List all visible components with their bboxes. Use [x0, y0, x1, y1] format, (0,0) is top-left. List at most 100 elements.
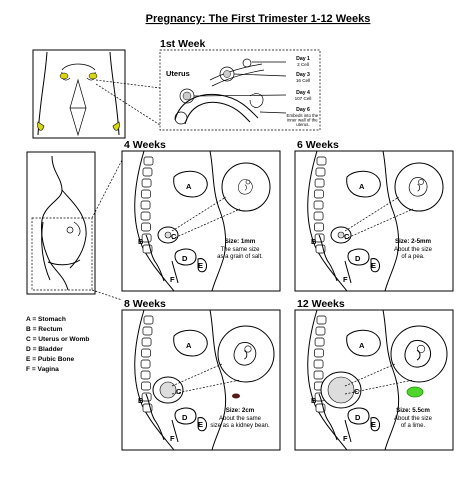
organ-letter-c: C [176, 387, 182, 396]
stomach-outline [173, 329, 208, 357]
zoom-line [171, 196, 227, 232]
week-heading: 8 Weeks [124, 298, 166, 310]
pregnant-woman-silhouette [26, 151, 123, 301]
first-week-box: Uterus Day 1 2 Cell Day 3 16 Cell Day 4 … [159, 49, 321, 131]
embryo [408, 177, 428, 197]
vertebra [314, 337, 325, 347]
zoom-line [344, 363, 396, 387]
organ-letter-e: E [371, 420, 376, 429]
embryo-sac [327, 376, 355, 404]
organ-letter-f: F [170, 434, 175, 443]
vertebra [313, 370, 324, 380]
pubic-bone-outline [370, 417, 380, 432]
vertebra [316, 156, 327, 166]
vertebra [314, 233, 325, 243]
organ-letter-a: A [359, 341, 365, 350]
vertebra [143, 315, 154, 325]
organ-letter-d: D [355, 413, 361, 422]
rectum-outline [145, 234, 165, 282]
organ-letter-d: D [182, 254, 188, 263]
bladder-outline [174, 248, 197, 266]
week-heading: 6 Weeks [297, 139, 339, 151]
zoom-line [171, 363, 223, 387]
two-cell [242, 58, 252, 68]
vertebra [141, 178, 152, 188]
embryo-sac [159, 381, 177, 399]
vertebra [315, 167, 326, 177]
vertebra [314, 222, 324, 232]
bladder-outline [347, 248, 370, 266]
embryo-head [416, 344, 426, 354]
rectum-outline [318, 234, 338, 282]
vertebra [314, 348, 324, 358]
ovary-left [59, 72, 69, 80]
embryo [233, 342, 257, 366]
organ-letter-c: C [171, 232, 177, 241]
stomach-outline [173, 170, 208, 198]
legend-item: E = Pubic Bone [26, 356, 75, 363]
vertebra [141, 233, 152, 243]
size-description: About the same [219, 416, 262, 422]
uterus-label: Uterus [166, 69, 190, 78]
bladder-outline [174, 407, 197, 425]
organ-letter-a: A [186, 182, 192, 191]
ovary-right [88, 72, 98, 80]
pelvis-illustration [32, 49, 161, 139]
legend-item: F = Vagina [26, 366, 59, 373]
vertebra [142, 326, 153, 336]
vertebra [143, 156, 154, 166]
size-label: Size: 2-5mm [395, 238, 432, 245]
zoom-circle [217, 325, 275, 383]
belly-outline [382, 309, 400, 451]
organ-letter-b: B [138, 237, 144, 246]
legend-item: D = Bladder [26, 346, 63, 353]
vagina-outline [344, 419, 352, 443]
week-heading: 12 Weeks [297, 298, 345, 310]
pubic-bone-outline [197, 258, 207, 273]
zoom-line [344, 208, 414, 240]
pubic-bone-outline [197, 417, 207, 432]
day1-detail: 2 Cell [297, 62, 309, 67]
day1-label: Day 1 [296, 56, 310, 62]
zoom-line [344, 196, 400, 232]
page-title: Pregnancy: The First Trimester 1-12 Week… [146, 13, 371, 25]
size-description: About the size [394, 247, 433, 253]
embryo-sac [337, 231, 345, 239]
stomach-outline [346, 170, 381, 198]
organ-letter-a: A [186, 341, 192, 350]
organ-letter-e: E [198, 420, 203, 429]
vertebra [141, 348, 151, 358]
vertebra [140, 370, 151, 380]
organ-letter-b: B [311, 237, 317, 246]
vertebra [140, 200, 151, 210]
vagina-outline [171, 260, 179, 284]
vertebra [141, 381, 151, 391]
embryo-sac [164, 231, 172, 239]
organ-letter-f: F [343, 275, 348, 284]
vertebra [314, 178, 325, 188]
vagina-outline [171, 419, 179, 443]
day6-detail: Embeds into the inner wall of the uterus… [287, 113, 320, 127]
day3-detail: 16 Cell [296, 78, 310, 83]
day6-label: Day 6 [296, 107, 310, 113]
organ-letter-a: A [359, 182, 365, 191]
vertebra [140, 211, 151, 221]
zoom-circle [390, 325, 448, 383]
vertebra [313, 359, 324, 369]
size-label: Size: 2cm [226, 407, 255, 414]
organ-letter-f: F [343, 434, 348, 443]
bladder-outline [347, 407, 370, 425]
organ-letter-d: D [355, 254, 361, 263]
organ-letter-b: B [138, 396, 144, 405]
lime-icon [406, 386, 424, 398]
organ-letter-d: D [182, 413, 188, 422]
zoom-circle [394, 162, 444, 212]
size-description: size as a kidney bean. [210, 423, 270, 429]
day4-detail: 107 Cell [295, 96, 312, 101]
size-description: The same size [220, 247, 260, 253]
